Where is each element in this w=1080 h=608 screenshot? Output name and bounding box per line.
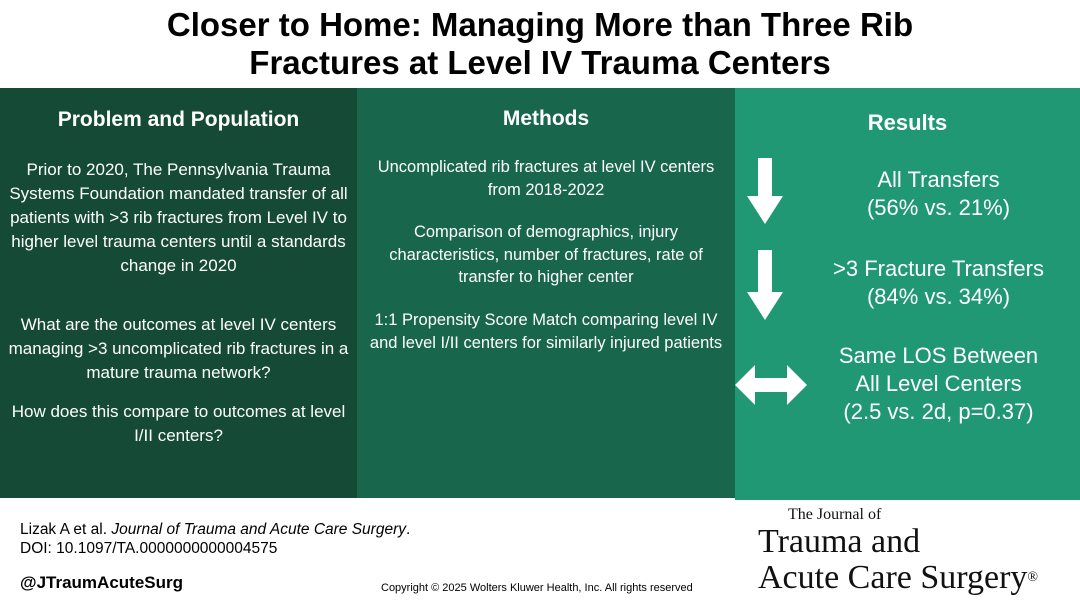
problem-text-1: Prior to 2020, The Pennsylvania Trauma S… <box>9 160 348 275</box>
logo-line-1: The Journal of <box>788 506 882 523</box>
logo-line-3: Acute Care Surgery® <box>758 560 1073 596</box>
methods-text-2: Comparison of demographics, injury chara… <box>389 223 703 286</box>
result-3-value: (2.5 vs. 2d, p=0.37) <box>843 399 1034 424</box>
results-heading: Results <box>867 110 948 135</box>
result-3-line-1: Same LOS Between <box>838 343 1039 368</box>
copyright-notice: Copyright © 2025 Wolters Kluwer Health, … <box>381 582 693 594</box>
methods-heading: Methods <box>502 107 590 130</box>
result-los: Same LOS Between All Level Centers (2.5 … <box>797 342 1080 426</box>
result-1-value: (56% vs. 21%) <box>866 195 1011 220</box>
problem-text-2: What are the outcomes at level IV center… <box>8 315 349 382</box>
page-title: Closer to Home: Managing More than Three… <box>166 6 914 81</box>
methods-panel: Methods Uncomplicated rib fractures at l… <box>357 88 735 498</box>
methods-text-3: 1:1 Propensity Score Match comparing lev… <box>369 311 723 352</box>
result-fracture-transfers: >3 Fracture Transfers (84% vs. 34%) <box>797 255 1080 311</box>
arrow-down-icon <box>747 158 783 224</box>
citation: Lizak A et al. Journal of Trauma and Acu… <box>20 520 410 558</box>
result-3-line-2: All Level Centers <box>855 371 1022 396</box>
twitter-handle: @JTraumAcuteSurg <box>20 573 184 592</box>
citation-journal: Journal of Trauma and Acute Care Surgery <box>111 521 406 538</box>
registered-mark: ® <box>1027 570 1039 585</box>
citation-authors: Lizak A et al. <box>20 521 112 538</box>
results-panel: Results All Transfers (56% vs. 21%) >3 F… <box>735 88 1080 500</box>
double-arrow-icon <box>735 365 807 405</box>
methods-text-1: Uncomplicated rib fractures at level IV … <box>377 158 715 199</box>
citation-doi: DOI: 10.1097/TA.0000000000004575 <box>20 540 278 557</box>
problem-heading: Problem and Population <box>57 108 300 131</box>
logo-line-3-text: Acute Care Surgery <box>758 559 1028 596</box>
result-2-label: >3 Fracture Transfers <box>833 256 1044 281</box>
result-2-value: (84% vs. 34%) <box>866 284 1011 309</box>
logo-line-2: Trauma and <box>758 523 921 560</box>
problem-panel: Problem and Population Prior to 2020, Th… <box>0 88 357 498</box>
result-all-transfers: All Transfers (56% vs. 21%) <box>797 166 1080 222</box>
citation-period: . <box>406 521 411 538</box>
problem-text-3: How does this compare to outcomes at lev… <box>11 402 346 445</box>
arrow-down-icon <box>747 250 783 320</box>
result-1-label: All Transfers <box>877 167 1000 192</box>
journal-logo: The Journal of Trauma and Acute Care Sur… <box>758 506 1073 596</box>
title-banner: Closer to Home: Managing More than Three… <box>0 0 1080 88</box>
